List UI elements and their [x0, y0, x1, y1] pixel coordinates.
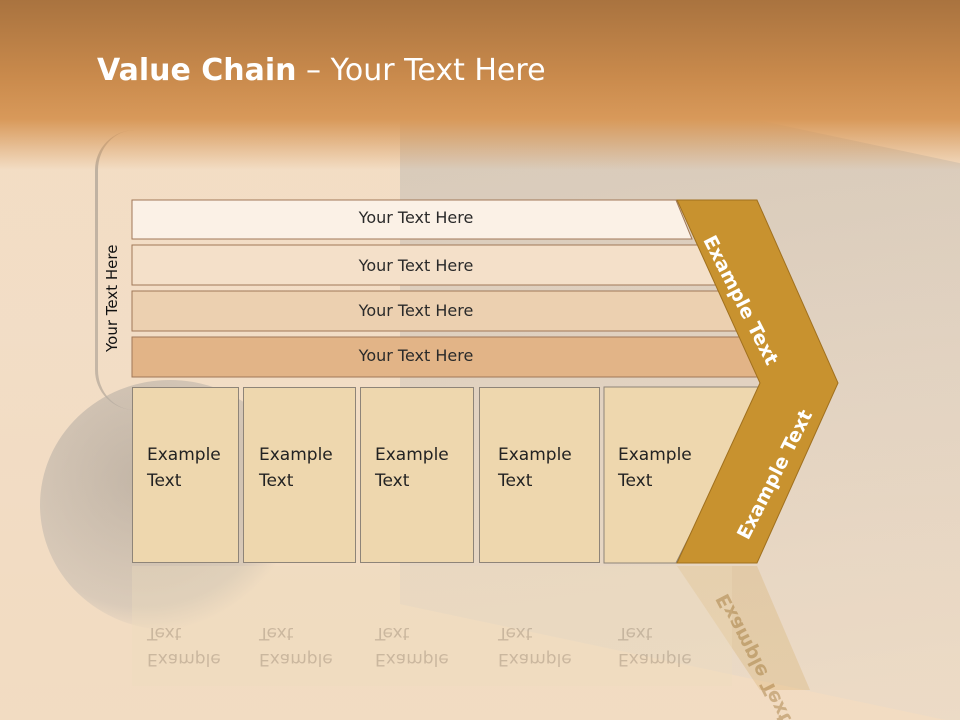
box-4 [479, 387, 600, 563]
header-band [0, 0, 960, 170]
box-1 [132, 387, 239, 563]
mouse-cable [95, 130, 178, 410]
bar-1-label: Your Text Here [358, 208, 474, 227]
vertical-label: Your Text Here [103, 244, 121, 352]
bar-2-label: Your Text Here [358, 256, 474, 275]
title-rest: – Your Text Here [296, 53, 546, 88]
title-bold: Value Chain [97, 53, 297, 88]
bar-4-label: Your Text Here [358, 346, 474, 365]
slide-title: Value Chain – Your Text Here [97, 53, 546, 88]
chevron [676, 199, 839, 564]
bar-3-label: Your Text Here [358, 301, 474, 320]
bar-1 [131, 199, 693, 240]
chevron-reflection [677, 566, 810, 690]
box-3 [360, 387, 474, 563]
box-2 [243, 387, 356, 563]
boxes-reflection [132, 566, 732, 686]
